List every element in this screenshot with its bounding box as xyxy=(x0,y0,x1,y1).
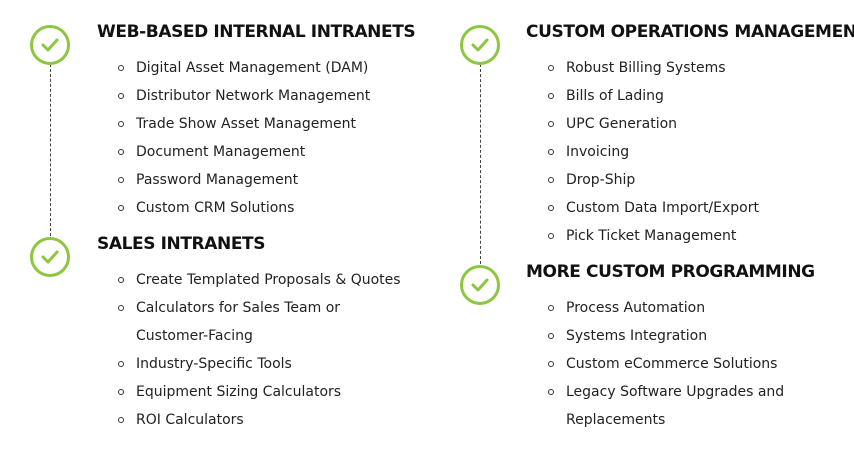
timeline-connector xyxy=(50,64,51,236)
list-item: Industry-Specific Tools xyxy=(118,350,408,378)
list-item: Custom eCommerce Solutions xyxy=(548,350,788,378)
section-list: Robust Billing Systems Bills of Lading U… xyxy=(548,54,838,250)
section-list: Create Templated Proposals & Quotes Calc… xyxy=(118,266,408,434)
check-circle-icon xyxy=(460,25,500,65)
list-item: Password Management xyxy=(118,166,418,194)
section-title: WEB-BASED INTERNAL INTRANETS xyxy=(97,22,416,42)
check-circle-icon xyxy=(460,265,500,305)
section-title: SALES INTRANETS xyxy=(97,234,266,254)
list-item: Robust Billing Systems xyxy=(548,54,838,82)
list-item: Systems Integration xyxy=(548,322,788,350)
timeline-connector xyxy=(480,64,481,264)
list-item: UPC Generation xyxy=(548,110,838,138)
list-item: Equipment Sizing Calculators xyxy=(118,378,408,406)
check-circle-icon xyxy=(30,237,70,277)
section-list: Digital Asset Management (DAM) Distribut… xyxy=(118,54,418,222)
list-item: Create Templated Proposals & Quotes xyxy=(118,266,408,294)
list-item: Process Automation xyxy=(548,294,788,322)
check-circle-icon xyxy=(30,25,70,65)
list-item: Invoicing xyxy=(548,138,838,166)
list-item: Custom CRM Solutions xyxy=(118,194,418,222)
list-item: Bills of Lading xyxy=(548,82,838,110)
list-item: Distributor Network Management xyxy=(118,82,418,110)
list-item: ROI Calculators xyxy=(118,406,408,434)
list-item: Custom Data Import/Export xyxy=(548,194,838,222)
section-title: MORE CUSTOM PROGRAMMING xyxy=(526,262,815,282)
section-title: CUSTOM OPERATIONS MANAGEMENT xyxy=(526,22,854,42)
list-item: Legacy Software Upgrades and Replacement… xyxy=(548,378,788,434)
list-item: Pick Ticket Management xyxy=(548,222,838,250)
list-item: Document Management xyxy=(118,138,418,166)
list-item: Calculators for Sales Team or Customer-F… xyxy=(118,294,408,350)
list-item: Drop-Ship xyxy=(548,166,838,194)
section-list: Process Automation Systems Integration C… xyxy=(548,294,788,434)
list-item: Digital Asset Management (DAM) xyxy=(118,54,418,82)
list-item: Trade Show Asset Management xyxy=(118,110,418,138)
